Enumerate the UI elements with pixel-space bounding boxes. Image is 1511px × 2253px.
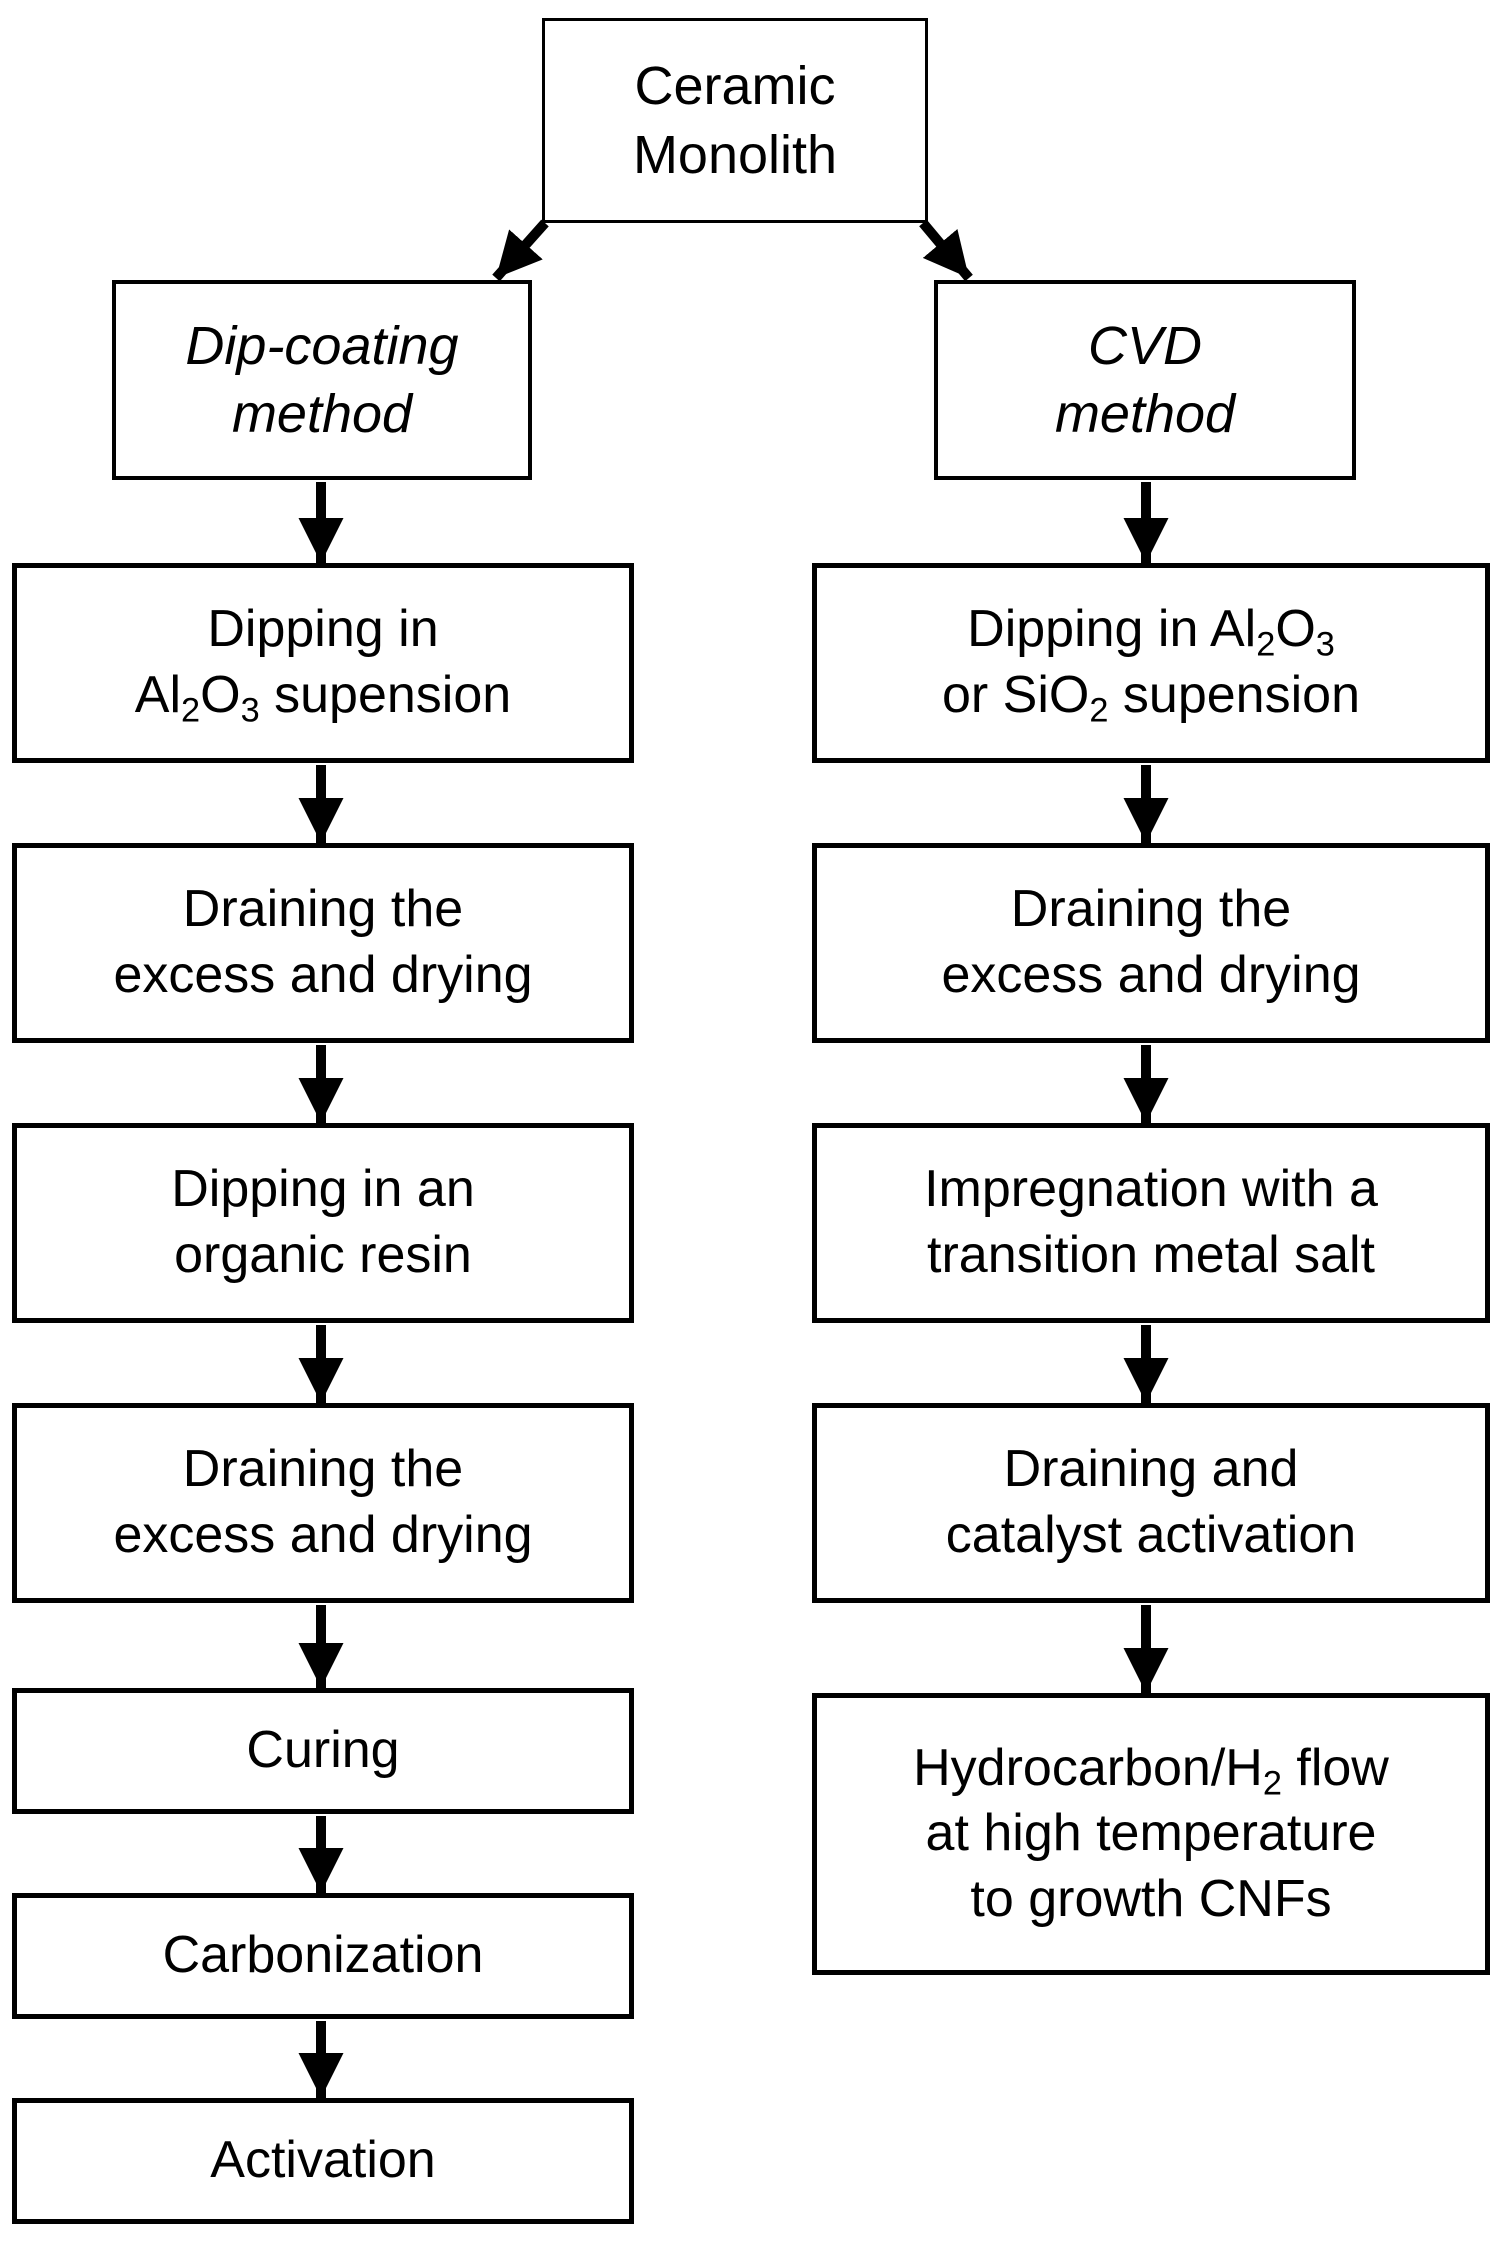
node-carbonization: Carbonization bbox=[12, 1893, 634, 2019]
node-curing: Curing bbox=[12, 1688, 634, 1814]
node-activation: Activation bbox=[12, 2098, 634, 2224]
arrow-root-to-cvd-icon bbox=[919, 219, 973, 282]
arrow-root-to-dip-coating-icon bbox=[492, 219, 549, 282]
